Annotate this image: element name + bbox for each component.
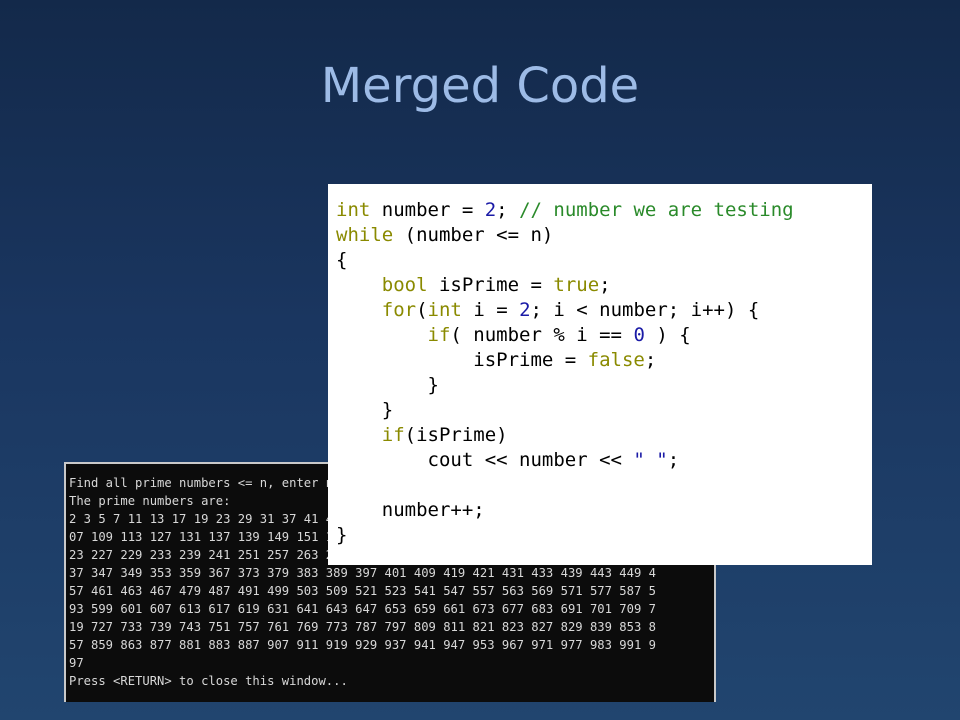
code-token: ; xyxy=(667,449,680,471)
code-token: ; xyxy=(599,274,611,296)
code-token: } xyxy=(336,374,439,396)
code-line: int number = 2; // number we are testing xyxy=(336,198,872,223)
code-token: // number we are testing xyxy=(519,199,794,221)
console-line: 57 859 863 877 881 883 887 907 911 919 9… xyxy=(69,638,656,652)
console-line: 93 599 601 607 613 617 619 631 641 643 6… xyxy=(69,602,656,616)
code-line: if(isPrime) xyxy=(336,423,872,448)
console-line: 97 xyxy=(69,656,84,670)
code-token xyxy=(336,424,382,446)
code-token: 0 xyxy=(633,324,645,346)
code-token: ) { xyxy=(644,324,691,346)
code-token: " " xyxy=(633,449,668,471)
code-token: ( xyxy=(416,299,428,321)
code-token xyxy=(336,299,382,321)
code-token: ( number % i == xyxy=(450,324,634,346)
code-token: isPrime = xyxy=(427,274,554,296)
code-block: int number = 2; // number we are testing… xyxy=(328,184,872,548)
slide-title: Merged Code xyxy=(320,58,640,114)
code-panel: int number = 2; // number we are testing… xyxy=(328,184,872,565)
console-line: 19 727 733 739 743 751 757 761 769 773 7… xyxy=(69,620,656,634)
code-token: { xyxy=(336,249,348,271)
code-token: (number <= n) xyxy=(393,224,554,246)
code-token: if xyxy=(427,324,451,346)
code-line: } xyxy=(336,398,872,423)
code-line: } xyxy=(336,523,872,548)
code-token: number = xyxy=(370,199,485,221)
code-line: bool isPrime = true; xyxy=(336,273,872,298)
code-token: isPrime = xyxy=(336,349,588,371)
console-line: The prime numbers are: xyxy=(69,494,231,508)
console-line: Press <RETURN> to close this window... xyxy=(69,674,348,688)
code-token: if xyxy=(381,424,405,446)
code-line: while (number <= n) xyxy=(336,223,872,248)
code-token: i = xyxy=(461,299,520,321)
code-token: while xyxy=(336,224,394,246)
code-token xyxy=(336,274,382,296)
code-token: number++; xyxy=(336,499,485,521)
code-token: bool xyxy=(381,274,428,296)
code-line: { xyxy=(336,248,872,273)
code-token: 2 xyxy=(519,299,531,321)
code-token: 2 xyxy=(484,199,497,221)
code-token: true xyxy=(553,274,600,296)
code-line: } xyxy=(336,373,872,398)
code-token: false xyxy=(587,349,645,371)
code-token: int xyxy=(336,199,371,221)
code-line: if( number % i == 0 ) { xyxy=(336,323,872,348)
code-token: ; xyxy=(496,199,520,221)
code-line: cout << number << " "; xyxy=(336,448,872,473)
code-token: } xyxy=(336,399,394,421)
code-token: cout << number << xyxy=(336,449,634,471)
code-token: ; i < number; i++) { xyxy=(530,299,760,321)
code-line: isPrime = false; xyxy=(336,348,872,373)
code-token xyxy=(336,324,428,346)
code-token: (isPrime) xyxy=(404,424,508,446)
code-line xyxy=(336,473,872,498)
code-token: ; xyxy=(644,349,657,371)
code-line: for(int i = 2; i < number; i++) { xyxy=(336,298,872,323)
code-line: number++; xyxy=(336,498,872,523)
code-token: int xyxy=(427,299,462,321)
console-line: 57 461 463 467 479 487 491 499 503 509 5… xyxy=(69,584,656,598)
code-token: } xyxy=(336,524,348,546)
code-token: for xyxy=(381,299,417,321)
console-line: 37 347 349 353 359 367 373 379 383 389 3… xyxy=(69,566,656,580)
